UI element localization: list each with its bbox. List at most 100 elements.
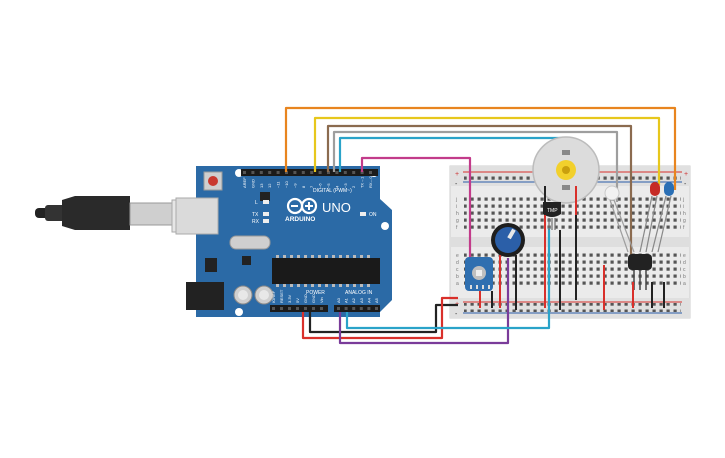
- digital-pin-label: ~3: [343, 183, 348, 188]
- breadboard-row-label: h: [456, 211, 459, 217]
- temperature-sensor[interactable]: TMP: [543, 202, 561, 230]
- digital-pin[interactable]: [259, 171, 263, 174]
- digital-pin-label: ~5: [326, 183, 331, 188]
- analog-pin-label: A2: [351, 297, 356, 303]
- blue-led[interactable]: [651, 182, 674, 253]
- digital-pin[interactable]: [243, 171, 246, 174]
- analog-pin[interactable]: [344, 307, 348, 310]
- small-chip: [242, 256, 251, 265]
- digital-pin[interactable]: [268, 171, 272, 174]
- power-pin-label: 5V: [295, 298, 300, 303]
- breadboard-row-label: i: [456, 204, 457, 210]
- white-led[interactable]: [604, 185, 635, 253]
- dc-motor[interactable]: [532, 136, 600, 215]
- ir-receiver[interactable]: [628, 254, 652, 290]
- breadboard-row-label: j: [682, 197, 684, 203]
- rotary-potentiometer[interactable]: [491, 223, 525, 257]
- wire-cyan-bottom: [345, 228, 551, 330]
- wire-yellow: [313, 116, 661, 185]
- digital-pin[interactable]: [276, 171, 280, 174]
- power-pin-label: 3.3V: [287, 294, 292, 303]
- reset-button[interactable]: [203, 171, 223, 191]
- breadboard-jumpers[interactable]: [479, 215, 665, 310]
- breadboard-row-label: e: [456, 253, 459, 259]
- digital-pin-label: 13: [259, 183, 264, 188]
- digital-pin[interactable]: [251, 171, 255, 174]
- wires-bottom[interactable]: [301, 228, 551, 345]
- digital-pin-label: 2: [351, 185, 356, 188]
- power-pin[interactable]: [320, 307, 323, 310]
- breadboard-row-label: d: [456, 260, 459, 266]
- led-on-indicator: [360, 212, 366, 216]
- digital-pin-label: ~10: [284, 180, 289, 188]
- power-jack: [186, 282, 224, 310]
- analog-pin-label: A3: [359, 297, 364, 303]
- digital-pin-label: 12: [267, 183, 272, 188]
- digital-header: [241, 169, 378, 176]
- rail-minus-label-right: -: [684, 181, 687, 188]
- breadboard-row-label: c: [456, 267, 459, 273]
- label-tx: TX: [252, 212, 259, 218]
- breadboard-row-label: h: [683, 211, 686, 217]
- led-rx-indicator: [263, 219, 269, 223]
- capacitors: [233, 285, 274, 305]
- usb-port: [175, 197, 219, 235]
- breadboard-row-label: f: [683, 225, 685, 231]
- analog-pin-label: A5: [374, 297, 379, 303]
- analog-header: [334, 305, 380, 312]
- power-pin-label: GND: [311, 294, 316, 303]
- digital-pin[interactable]: [310, 171, 314, 174]
- digital-pin-label: GND: [250, 179, 255, 188]
- red-led[interactable]: [639, 182, 660, 253]
- breadboard-row-label: g: [683, 218, 686, 224]
- analog-pin[interactable]: [359, 307, 363, 310]
- led-l-indicator: [263, 200, 269, 204]
- label-l: L: [255, 200, 258, 206]
- analog-pin[interactable]: [352, 307, 356, 310]
- breadboard-row-label: d: [683, 260, 686, 266]
- breadboard-row-label: a: [683, 281, 686, 287]
- analog-pin[interactable]: [375, 307, 378, 310]
- power-pin-label: RESET: [279, 289, 284, 303]
- power-pin[interactable]: [312, 307, 315, 310]
- digital-pin[interactable]: [352, 171, 356, 174]
- atmega-microcontroller: [272, 255, 380, 287]
- power-pin[interactable]: [296, 307, 299, 310]
- digital-pin[interactable]: [335, 171, 339, 174]
- digital-pin[interactable]: [369, 171, 372, 174]
- digital-pin[interactable]: [327, 171, 330, 174]
- breadboard-row-label: j: [455, 197, 457, 203]
- rail-plus-label-right: +: [684, 171, 688, 178]
- digital-pin[interactable]: [343, 171, 347, 174]
- analog-pin-label: A0: [336, 297, 341, 303]
- rgb-led-module[interactable]: [465, 257, 493, 291]
- label-on: ON: [369, 212, 377, 218]
- led-tx-indicator: [263, 212, 269, 216]
- digital-pin[interactable]: [293, 171, 297, 174]
- power-pin[interactable]: [288, 307, 291, 310]
- small-chip: [260, 192, 270, 201]
- power-pin[interactable]: [304, 307, 307, 310]
- analog-pin[interactable]: [337, 307, 340, 310]
- analog-pin-label: A4: [366, 297, 371, 303]
- power-pin[interactable]: [272, 307, 275, 310]
- power-pin[interactable]: [280, 307, 283, 310]
- regulator-chip: [205, 258, 217, 272]
- power-pin-label: GND: [303, 294, 308, 303]
- wire-gray: [332, 130, 619, 202]
- breadboard-row-label: b: [456, 274, 459, 280]
- digital-pin-label: ~6: [318, 183, 323, 188]
- breadboard-row-label: i: [683, 204, 684, 210]
- breadboard-row-label: c: [683, 267, 686, 273]
- arduino-logo: [286, 197, 318, 215]
- breadboard-row-label: a: [456, 281, 459, 287]
- wires-top[interactable]: [284, 106, 677, 262]
- digital-pin[interactable]: [301, 171, 305, 174]
- digital-pin[interactable]: [285, 171, 288, 174]
- digital-pin[interactable]: [360, 171, 364, 174]
- analog-pin[interactable]: [367, 307, 371, 310]
- wire-black: [308, 303, 458, 334]
- digital-pin[interactable]: [318, 171, 322, 174]
